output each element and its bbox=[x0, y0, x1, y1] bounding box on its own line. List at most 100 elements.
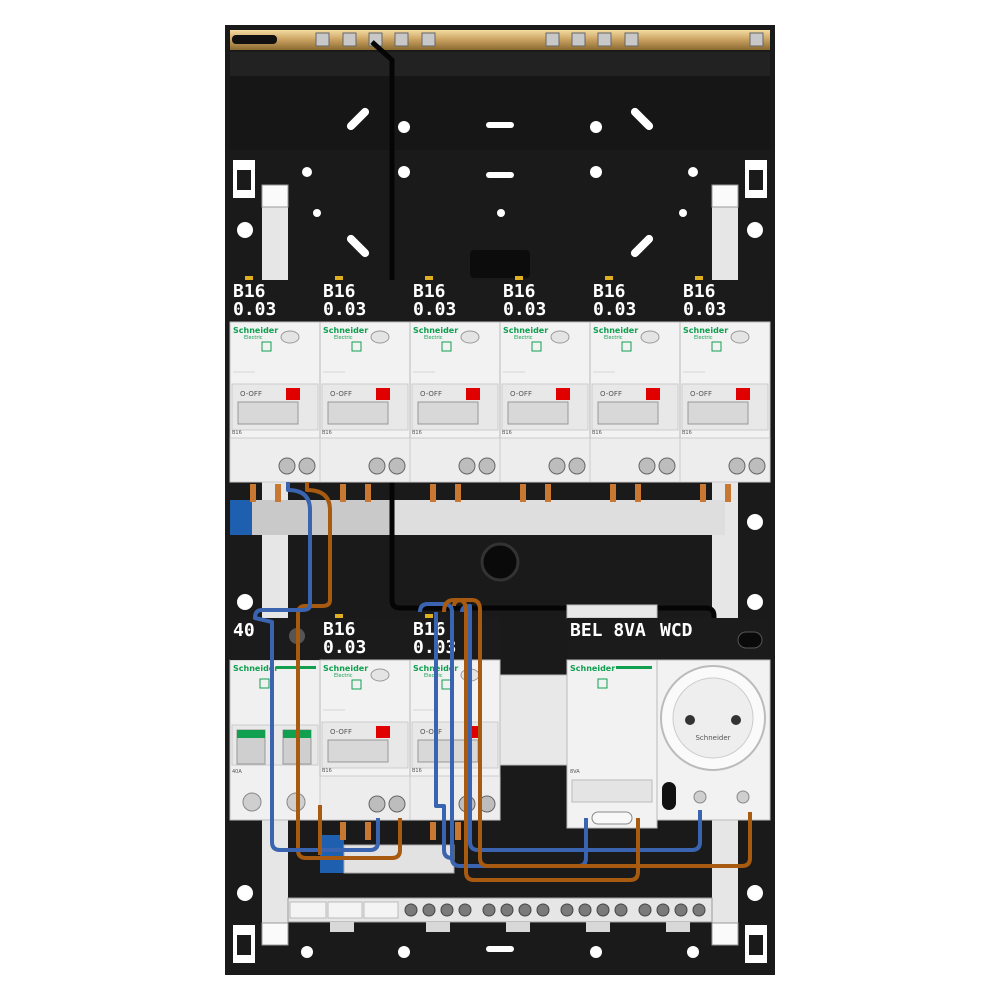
trip-indicator bbox=[466, 388, 480, 400]
brand-sub: Electric bbox=[244, 335, 263, 341]
wire-neutral-1 bbox=[253, 482, 380, 852]
terminal-screw bbox=[298, 457, 316, 475]
brand-sub: Electric bbox=[514, 335, 533, 341]
ce-mark bbox=[351, 341, 362, 352]
brand-logo: Schneider bbox=[593, 326, 638, 335]
brand-logo: Schneider bbox=[233, 326, 278, 335]
curve-mark: B16 bbox=[502, 430, 512, 436]
main-switch[interactable]: 40 Schneider 40A bbox=[229, 618, 321, 821]
terminal-screw bbox=[368, 795, 386, 813]
ce-mark bbox=[441, 341, 452, 352]
switch-lever[interactable] bbox=[507, 401, 569, 425]
module-sensitivity-label: 0.03 bbox=[233, 299, 276, 320]
terminal-screw bbox=[278, 457, 296, 475]
module-sensitivity-label: 0.03 bbox=[593, 299, 636, 320]
switch-state-label: O-OFF bbox=[420, 728, 442, 736]
wire-phase-4 bbox=[452, 598, 752, 868]
module-sensitivity-label: 0.03 bbox=[323, 299, 366, 320]
ce-mark bbox=[621, 341, 632, 352]
switch-state-label: O-OFF bbox=[600, 390, 622, 398]
module-curve-label: B16 bbox=[683, 281, 716, 302]
test-button[interactable] bbox=[730, 330, 750, 344]
terminal-screws bbox=[404, 903, 706, 917]
brand-sub: Electric bbox=[334, 673, 353, 679]
wire-neutral-3 bbox=[434, 612, 453, 860]
switch-lever[interactable] bbox=[417, 401, 479, 425]
brand-sub: Electric bbox=[604, 335, 623, 341]
ce-mark bbox=[531, 341, 542, 352]
trip-indicator bbox=[376, 388, 390, 400]
test-button[interactable] bbox=[280, 330, 300, 344]
brand-logo: Schneider bbox=[323, 664, 368, 673]
module-curve-label: B16 bbox=[233, 281, 266, 302]
terminal-screw bbox=[388, 795, 406, 813]
curve-mark: B16 bbox=[412, 430, 422, 436]
curve-mark: B16 bbox=[232, 430, 242, 436]
trip-indicator bbox=[646, 388, 660, 400]
supply-cable bbox=[370, 40, 717, 622]
switch-state-label: O-OFF bbox=[330, 728, 352, 736]
top-module-row: B160.03SchneiderElectricO-OFFB16B160.03S… bbox=[229, 276, 771, 502]
terminal-screw bbox=[638, 457, 656, 475]
ce-mark bbox=[261, 341, 272, 352]
terminal-strip bbox=[287, 897, 713, 932]
trip-indicator bbox=[736, 388, 750, 400]
module-curve-label: B16 bbox=[323, 619, 356, 640]
ce-mark bbox=[351, 679, 362, 690]
switch-state-label: O-OFF bbox=[330, 390, 352, 398]
brand-sub: Electric bbox=[424, 673, 443, 679]
switch-state-label: O-OFF bbox=[240, 390, 262, 398]
switch-lever[interactable] bbox=[687, 401, 749, 425]
bottom-module-row: 40 Schneider 40A BEL 8VA Schneider 8VA bbox=[229, 604, 771, 840]
svg-text:Schneider: Schneider bbox=[233, 664, 278, 673]
main-switch-rating: 40A bbox=[232, 769, 242, 775]
brand-sub: Electric bbox=[334, 335, 353, 341]
module-curve-label: B16 bbox=[593, 281, 626, 302]
mounting-slots bbox=[301, 107, 699, 958]
terminal-screw bbox=[568, 457, 586, 475]
brand-sub: Electric bbox=[424, 335, 443, 341]
switch-lever[interactable] bbox=[597, 401, 659, 425]
module-sensitivity-label: 0.03 bbox=[323, 637, 366, 658]
test-button[interactable] bbox=[460, 330, 480, 344]
terminal-screw bbox=[478, 457, 496, 475]
switch-state-label: O-OFF bbox=[690, 390, 712, 398]
curve-mark: B16 bbox=[412, 768, 422, 774]
module-curve-label: B16 bbox=[413, 281, 446, 302]
curve-mark: B16 bbox=[682, 430, 692, 436]
test-button[interactable] bbox=[550, 330, 570, 344]
brand-logo: Schneider bbox=[503, 326, 548, 335]
brand-sub: Electric bbox=[694, 335, 713, 341]
switch-lever[interactable] bbox=[237, 401, 299, 425]
cable-gland bbox=[480, 542, 520, 582]
switch-lever[interactable] bbox=[327, 401, 389, 425]
switch-state-label: O-OFF bbox=[510, 390, 532, 398]
bell-transformer: BEL 8VA Schneider 8VA bbox=[566, 604, 658, 829]
terminal-screw bbox=[548, 457, 566, 475]
test-button[interactable] bbox=[370, 330, 390, 344]
test-button[interactable] bbox=[370, 668, 390, 682]
terminal-screw bbox=[458, 457, 476, 475]
wall-socket: WCD Schneider bbox=[656, 618, 771, 821]
brand-logo: Schneider bbox=[323, 326, 368, 335]
transformer-label: BEL 8VA bbox=[570, 620, 646, 641]
main-switch-label: 40 bbox=[233, 620, 255, 641]
socket-label: WCD bbox=[660, 620, 693, 641]
terminal-screw bbox=[728, 457, 746, 475]
test-button[interactable] bbox=[640, 330, 660, 344]
terminal-screw bbox=[748, 457, 766, 475]
module-sensitivity-label: 0.03 bbox=[503, 299, 546, 320]
curve-mark: B16 bbox=[322, 430, 332, 436]
module-curve-label: B16 bbox=[503, 281, 536, 302]
switch-lever[interactable] bbox=[327, 739, 389, 763]
wire-phase-3 bbox=[442, 598, 640, 882]
curve-mark: B16 bbox=[322, 768, 332, 774]
